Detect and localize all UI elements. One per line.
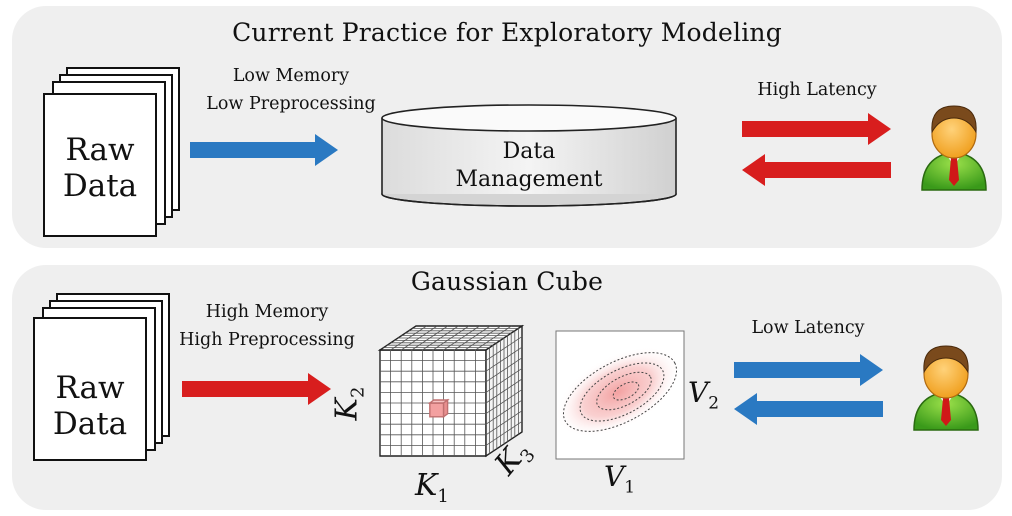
latency-label: Low Latency <box>751 318 865 338</box>
top-panel-title: Current Practice for Exploratory Modelin… <box>232 18 782 47</box>
ingest-label: Low Memory Low Preprocessing <box>206 66 376 114</box>
axis-label-k2: K2 <box>329 386 369 421</box>
data-cube-grid-icon <box>377 324 525 458</box>
axis-label-k1: K1 <box>415 468 449 508</box>
latency-arrow-left <box>742 154 891 186</box>
raw-data-stack-icon <box>33 293 170 461</box>
raw-data-stack-icon <box>43 67 180 237</box>
ingest-label: High Memory High Preprocessing <box>179 302 355 350</box>
user-avatar-icon <box>913 345 979 431</box>
latency-label: High Latency <box>757 80 877 100</box>
ingest-arrow <box>190 134 338 166</box>
axis-label-v2: V2 <box>688 376 720 414</box>
axis-label-v1: V1 <box>604 460 636 498</box>
latency-arrow-right <box>742 113 891 145</box>
raw-data-label: Raw Data <box>62 132 138 204</box>
gaussian-contour-icon <box>555 330 685 460</box>
database-cylinder-icon <box>381 104 677 207</box>
latency-arrow-left <box>734 393 883 425</box>
database-label: Data Management <box>455 139 603 192</box>
raw-data-label: Raw Data <box>52 370 128 442</box>
latency-arrow-right <box>734 354 883 386</box>
user-avatar-icon <box>921 105 987 191</box>
bottom-panel: Gaussian Cube <box>12 265 1002 510</box>
bottom-panel-title: Gaussian Cube <box>410 267 604 296</box>
ingest-arrow <box>182 373 331 405</box>
